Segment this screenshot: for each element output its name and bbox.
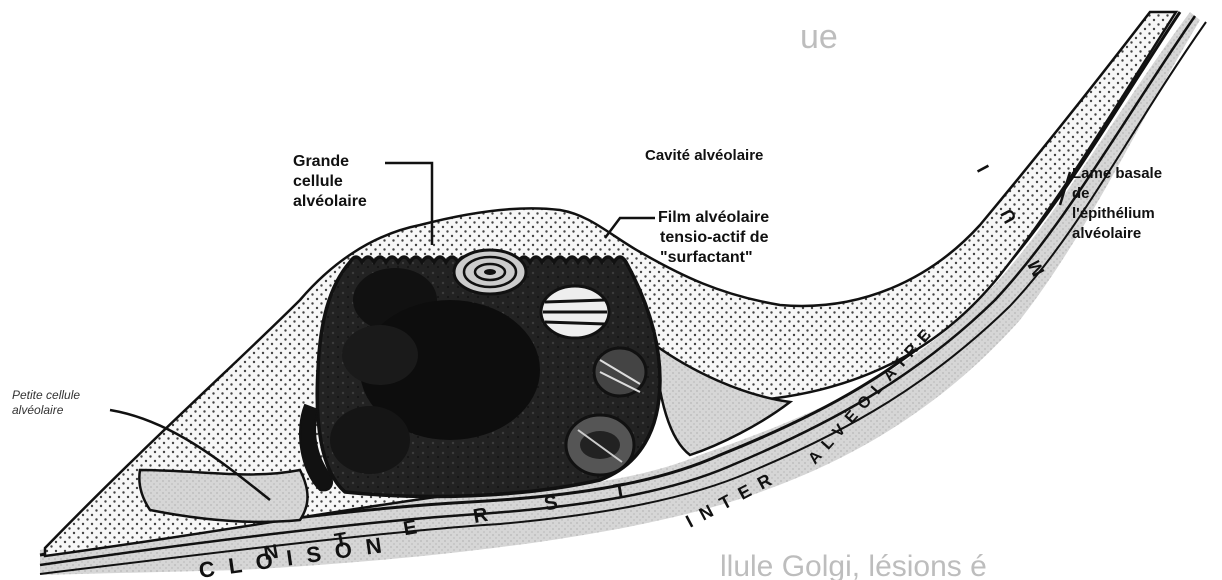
label-lame-1: Lame basale	[1072, 165, 1162, 182]
label-petite-2: alvéolaire	[12, 403, 64, 417]
label-film-2: tensio-actif de	[660, 229, 769, 246]
lamellar-body-striped	[541, 286, 609, 338]
vesicle-right	[594, 348, 646, 396]
bleed-text-bottom: llule Golgi, lésions é	[720, 550, 987, 580]
label-lame-4: alvéolaire	[1072, 225, 1141, 242]
label-petite-1: Petite cellule	[12, 388, 80, 402]
cell-body-dark-3	[330, 406, 410, 474]
label-grande-2: cellule	[293, 173, 343, 190]
label-lame-2: de	[1072, 185, 1090, 202]
label-grande-3: alvéolaire	[293, 193, 367, 210]
lamellar-body-top	[454, 250, 526, 294]
label-film-3: "surfactant"	[660, 249, 753, 266]
bleed-text-top: ue	[800, 18, 838, 56]
label-film-1: Film alvéolaire	[658, 209, 769, 226]
label-grande-1: Grande	[293, 153, 349, 170]
label-lame-3: l'épithélium	[1072, 205, 1155, 222]
label-cavite: Cavité alvéolaire	[645, 147, 763, 164]
vesicle-lower	[566, 415, 634, 475]
cell-body-dark-4	[342, 325, 418, 385]
